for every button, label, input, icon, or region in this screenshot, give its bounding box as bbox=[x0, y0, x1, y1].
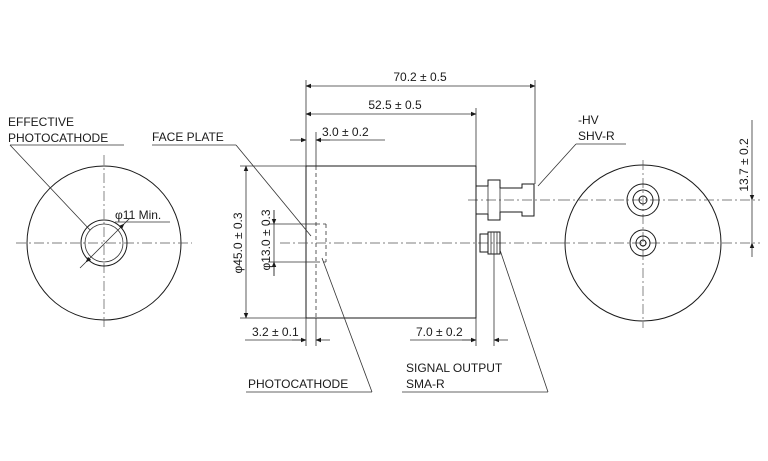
sma-connector-end-mid bbox=[635, 235, 651, 251]
signal-leader bbox=[499, 249, 549, 393]
effective-diameter-label: φ11 Min. bbox=[115, 208, 161, 222]
effective-diameter-arrow bbox=[85, 223, 125, 263]
face-plate-label: FACE PLATE bbox=[152, 130, 224, 144]
hv-offset-label: 13.7 ± 0.2 bbox=[737, 138, 751, 192]
photocathode-label: PHOTOCATHODE bbox=[248, 377, 348, 391]
front-view-outline bbox=[26, 165, 182, 321]
photocathode-offset-label: 3.2 ± 0.1 bbox=[252, 325, 299, 339]
signal-offset-label: 7.0 ± 0.2 bbox=[416, 325, 463, 339]
hv-connector-end-pin bbox=[638, 195, 648, 205]
effective-label-line2: PHOTOCATHODE bbox=[8, 131, 108, 145]
front-view: φ11 Min. EFFECTIVE PHOTOCATHODE bbox=[8, 115, 192, 328]
rear-view-outline bbox=[564, 164, 722, 322]
face-plate-leader bbox=[235, 144, 312, 237]
hv-connector bbox=[475, 179, 535, 221]
body-length-label: 52.5 ± 0.5 bbox=[368, 98, 422, 112]
hv-connector-end-outer bbox=[626, 183, 660, 217]
effective-label-line1: EFFECTIVE bbox=[8, 115, 74, 129]
effective-diameter-extension bbox=[123, 217, 131, 225]
faceplate-thickness-label: 3.0 ± 0.2 bbox=[322, 125, 369, 139]
effective-area-outer bbox=[80, 219, 128, 267]
hv-label-line1: -HV bbox=[578, 113, 599, 127]
signal-label-line1: SIGNAL OUTPUT bbox=[406, 361, 503, 375]
sma-connector-end-outer bbox=[629, 229, 657, 257]
effective-diameter-extension-2 bbox=[79, 261, 87, 269]
hv-connector-end-mid bbox=[632, 189, 654, 211]
rear-view: 13.7 ± 0.2 bbox=[560, 120, 760, 328]
photocathode-leader bbox=[321, 257, 373, 393]
effective-leader bbox=[9, 144, 91, 231]
diameter-label: φ45.0 ± 0.3 bbox=[231, 212, 245, 273]
signal-label-line2: SMA-R bbox=[406, 377, 445, 391]
side-view: 70.2 ± 0.5 52.5 ± 0.5 3.0 ± 0.2 FACE PLA… bbox=[152, 70, 626, 393]
overall-length-label: 70.2 ± 0.5 bbox=[393, 70, 447, 84]
sma-connector-end-pin bbox=[639, 239, 647, 247]
hv-leader bbox=[537, 143, 577, 187]
hv-label-line2: SHV-R bbox=[578, 129, 615, 143]
window-diameter-label: φ13.0 ± 0.3 bbox=[259, 209, 273, 270]
body-outline bbox=[305, 165, 477, 319]
